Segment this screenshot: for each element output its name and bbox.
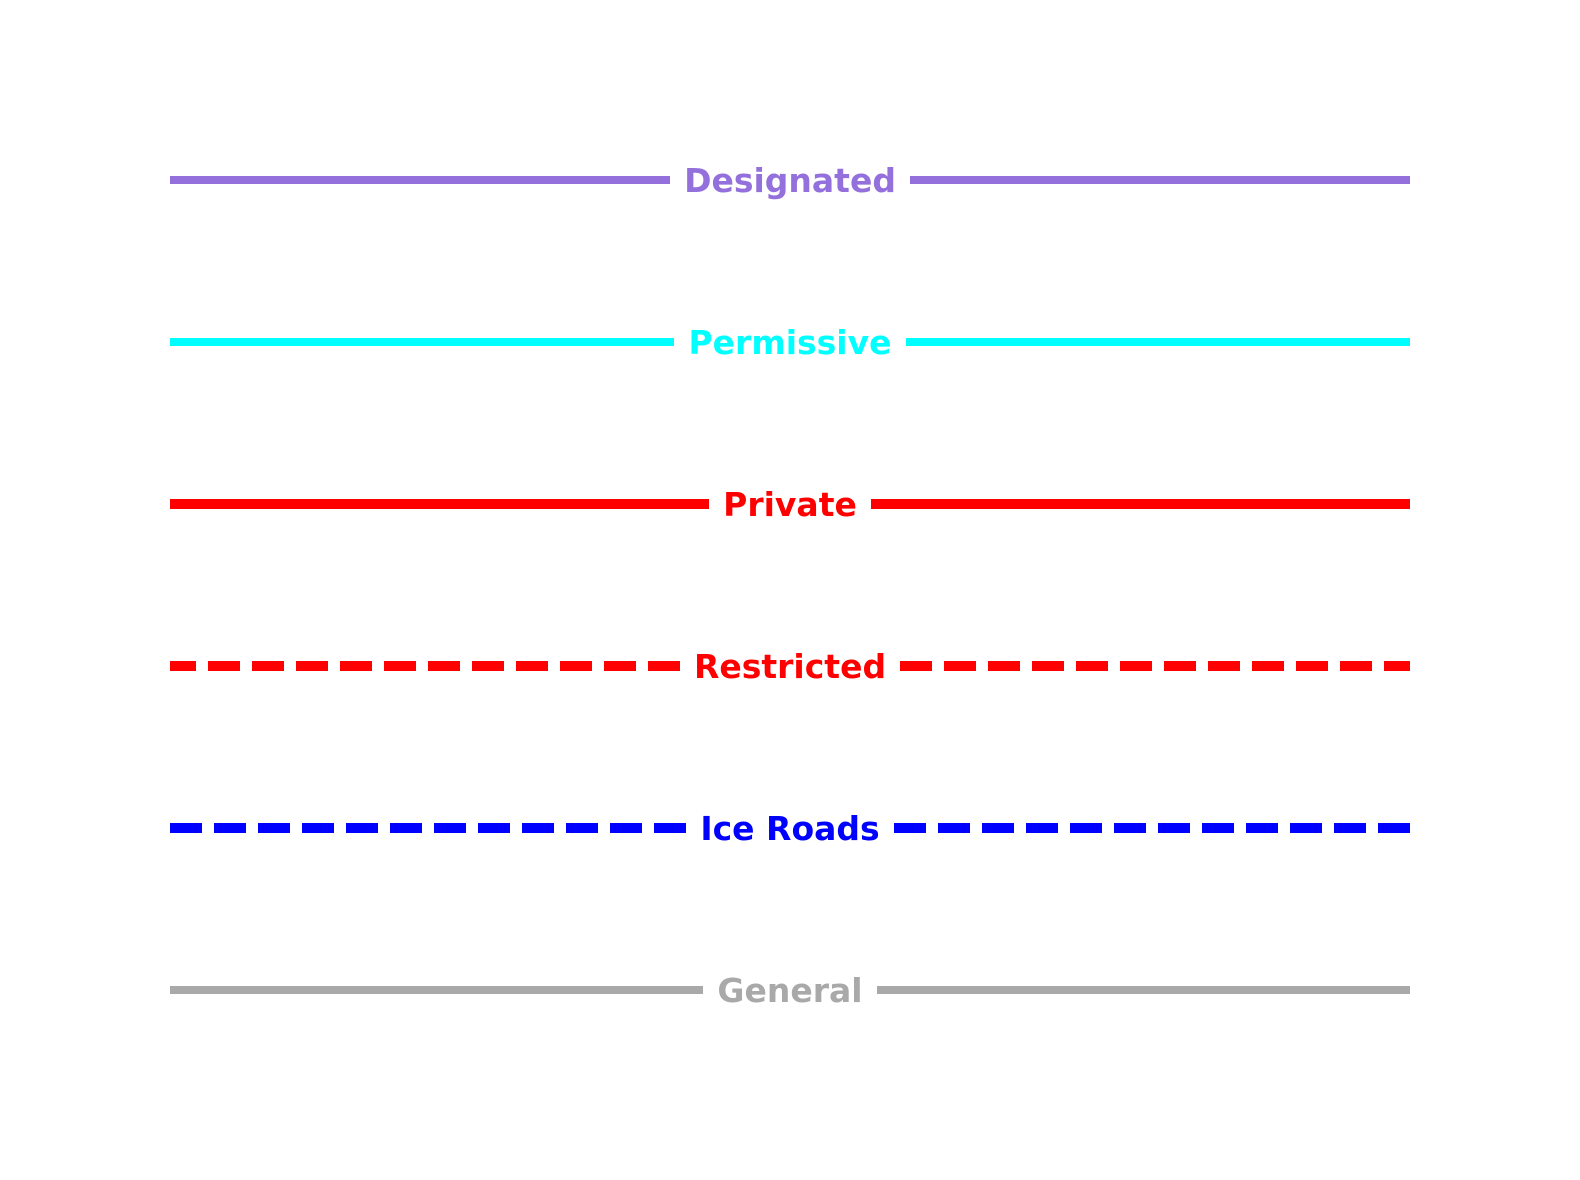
legend-item-general: General	[170, 968, 1411, 1012]
legend-item-designated: Designated	[170, 158, 1411, 202]
line-sample-left	[170, 823, 687, 833]
legend-item-permissive: Permissive	[170, 320, 1410, 364]
line-sample-left	[170, 176, 671, 184]
legend-label: Ice Roads	[700, 808, 880, 848]
legend-label: Restricted	[693, 646, 887, 686]
line-sample-left	[170, 661, 680, 671]
line-sample-right	[905, 338, 1410, 346]
line-sample-right	[893, 823, 1411, 833]
legend-item-ice-roads: Ice Roads	[170, 806, 1411, 850]
legend-item-restricted: Restricted	[170, 644, 1411, 688]
legend-label: General	[717, 970, 863, 1010]
line-sample-left	[170, 986, 704, 994]
legend-label: Private	[723, 484, 857, 524]
line-sample-left	[170, 338, 675, 346]
legend-label: Permissive	[688, 322, 892, 362]
line-sample-left	[170, 499, 710, 509]
line-sample-right	[870, 499, 1410, 509]
legend-item-private: Private	[170, 482, 1410, 526]
line-sample-right	[909, 176, 1411, 184]
line-sample-right	[876, 986, 1411, 994]
line-sample-right	[900, 661, 1411, 671]
legend-label: Designated	[684, 160, 896, 200]
